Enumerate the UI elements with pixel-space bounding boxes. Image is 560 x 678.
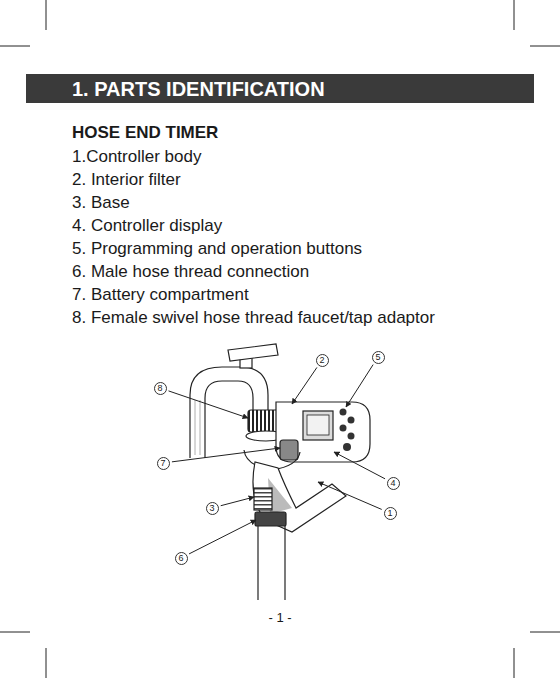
callout-number: 4 <box>390 479 395 488</box>
leader-line <box>334 452 385 479</box>
part-item: 6. Male hose thread connection <box>72 261 309 282</box>
callout-circle: 5 <box>372 351 385 364</box>
callout-circle: 1 <box>384 507 397 520</box>
callout-number: 7 <box>160 459 165 468</box>
callout-number: 6 <box>178 554 183 563</box>
callout-circle: 8 <box>154 382 167 395</box>
leader-line <box>221 497 254 506</box>
section-title: 1. PARTS IDENTIFICATION <box>72 77 325 101</box>
part-item: 2. Interior filter <box>72 169 181 190</box>
part-item: 1.Controller body <box>72 146 201 167</box>
callout-number: 5 <box>375 353 380 362</box>
part-item: 3. Base <box>72 192 130 213</box>
hose-timer-drawing <box>190 344 370 600</box>
leader-line <box>169 391 248 418</box>
section-heading: HOSE END TIMER <box>72 122 218 143</box>
callout-circle: 4 <box>387 477 400 490</box>
leader-line <box>189 520 256 554</box>
callout-number: 2 <box>319 356 324 365</box>
callout-number: 1 <box>387 509 392 518</box>
part-item: 5. Programming and operation buttons <box>72 238 362 259</box>
leader-line <box>172 448 280 462</box>
leader-line <box>292 367 317 404</box>
callout-number: 8 <box>157 384 162 393</box>
callout-circle: 7 <box>157 457 170 470</box>
leader-lines <box>169 365 386 554</box>
part-item: 4. Controller display <box>72 215 222 236</box>
part-item: 7. Battery compartment <box>72 284 249 305</box>
page-number: - 1 - <box>268 609 291 626</box>
callout-circle: 2 <box>316 354 329 367</box>
callout-circle: 3 <box>206 502 219 515</box>
leader-line <box>346 365 373 407</box>
callout-number: 3 <box>209 504 214 513</box>
part-item: 8. Female swivel hose thread faucet/tap … <box>72 307 435 328</box>
callout-circle: 6 <box>175 552 188 565</box>
leader-line <box>318 482 382 509</box>
